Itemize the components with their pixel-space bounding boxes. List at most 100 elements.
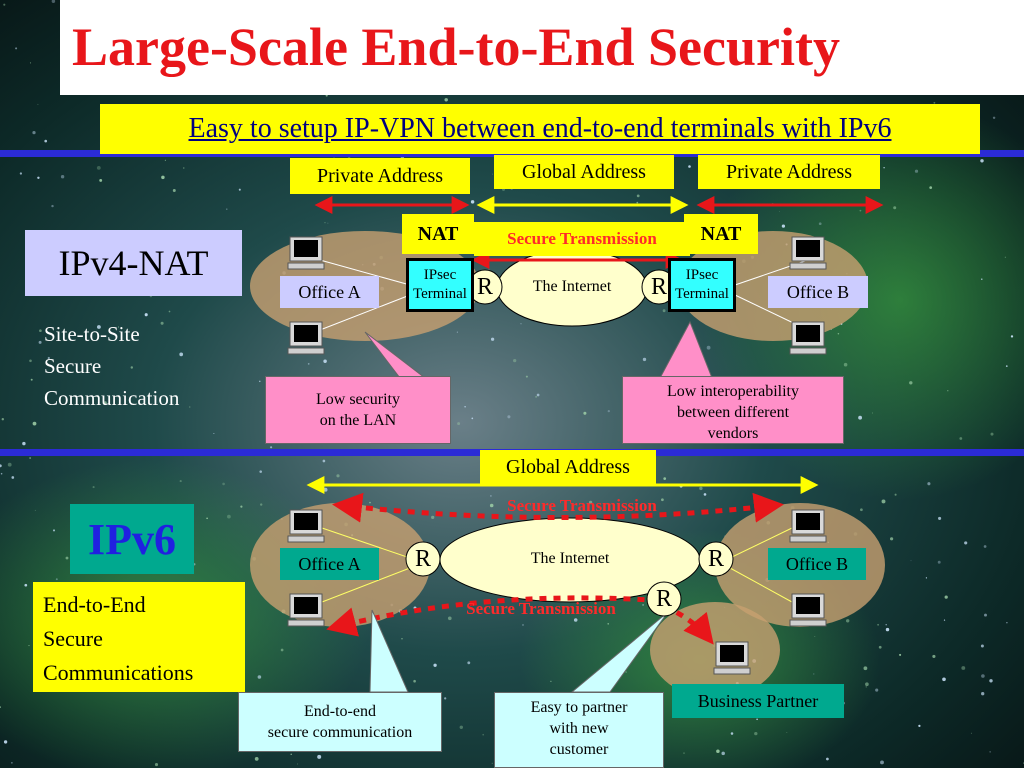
star-dot <box>843 362 848 367</box>
router-right-v6: R <box>707 545 724 572</box>
star-dot <box>413 679 416 683</box>
star-dot <box>989 751 991 753</box>
star-dot <box>51 204 54 208</box>
star-dot <box>980 644 984 648</box>
star-dot <box>865 686 867 688</box>
callout-line: customer <box>549 741 609 758</box>
ipsec-line: Terminal <box>413 286 467 302</box>
router-right-v4: R <box>650 273 667 300</box>
star-dot <box>688 165 691 168</box>
star-dot <box>933 101 936 104</box>
label-office-b-v4: Office B <box>768 276 868 308</box>
star-dot <box>883 167 885 169</box>
star-dot <box>929 186 933 189</box>
star-dot <box>550 680 552 682</box>
star-dot <box>706 345 711 350</box>
star-dot <box>482 733 484 736</box>
star-dot <box>625 671 627 673</box>
star-dot <box>492 173 493 175</box>
star-dot <box>938 516 942 520</box>
star-dot <box>189 406 191 408</box>
description-ipv6: End-to-End Secure Communications <box>33 582 245 692</box>
star-dot <box>1005 365 1008 367</box>
star-dot <box>1 418 4 421</box>
star-dot <box>44 139 48 143</box>
star-dot <box>863 666 868 671</box>
star-dot <box>875 688 879 692</box>
callout-line: Easy to partner <box>530 699 628 716</box>
star-dot <box>37 176 40 180</box>
star-dot <box>642 357 647 362</box>
star-dot <box>944 595 948 599</box>
star-dot <box>918 724 921 728</box>
computer-terminal-icon <box>287 593 325 627</box>
router-left-v4: R <box>476 273 493 300</box>
callout-end-to-end: End-to-end secure communication <box>238 692 442 752</box>
ipsec-terminal-right: IPsec Terminal <box>668 258 736 312</box>
star-dot <box>885 623 887 626</box>
star-dot <box>490 337 495 341</box>
star-dot <box>259 380 261 383</box>
star-dot <box>22 441 26 446</box>
star-dot <box>103 401 107 405</box>
computer-terminal-icon <box>287 509 325 543</box>
router-icon <box>405 541 441 577</box>
ipsec-line: IPsec <box>685 267 719 283</box>
star-dot <box>937 560 941 564</box>
label-nat-left: NAT <box>402 214 474 254</box>
star-dot <box>179 352 184 357</box>
star-dot <box>970 732 972 734</box>
star-dot <box>456 331 458 333</box>
star-dot <box>981 674 985 678</box>
label-ipv4-nat: IPv4-NAT <box>25 230 242 296</box>
description-ipv4: Site-to-Site Secure Communication <box>44 318 244 414</box>
star-dot <box>1010 335 1014 338</box>
star-dot <box>29 62 32 64</box>
star-dot <box>307 363 310 365</box>
star-dot <box>444 697 447 700</box>
computer-terminal-icon <box>287 321 325 355</box>
star-dot <box>0 706 1 708</box>
star-dot <box>662 309 666 313</box>
star-dot <box>983 545 987 548</box>
slide-subtitle: Easy to setup IP-VPN between end-to-end … <box>100 104 980 154</box>
router-left-v6: R <box>414 545 431 572</box>
star-dot <box>818 222 822 226</box>
star-dot <box>507 415 511 419</box>
label-office-b-v6: Office B <box>768 548 866 580</box>
star-dot <box>959 437 963 440</box>
star-dot <box>846 619 850 623</box>
star-dot <box>1006 622 1008 624</box>
star-dot <box>32 421 37 426</box>
label-ipv6: IPv6 <box>70 504 194 574</box>
star-dot <box>238 188 241 191</box>
star-dot <box>893 206 897 210</box>
internet-label-v4: The Internet <box>532 278 612 295</box>
star-dot <box>7 462 12 467</box>
callout-line: Low interoperability <box>667 383 799 400</box>
star-dot <box>52 529 56 532</box>
star-dot <box>467 661 471 665</box>
star-dot <box>327 222 329 224</box>
star-dot <box>961 666 966 670</box>
star-dot <box>30 378 33 381</box>
label-global-address-v4: Global Address <box>494 155 674 189</box>
star-dot <box>881 499 886 504</box>
arrow-secure-bottom-v6 <box>326 595 714 645</box>
star-dot <box>781 224 786 228</box>
star-dot <box>290 753 292 756</box>
star-dot <box>222 482 225 486</box>
internet-label-v6: The Internet <box>530 550 610 567</box>
label-secure-transmission-v4: Secure Transmission <box>474 222 690 256</box>
star-dot <box>254 757 259 761</box>
star-dot <box>257 675 262 679</box>
star-dot <box>964 541 968 545</box>
star-dot <box>877 623 880 626</box>
star-dot <box>910 560 912 562</box>
star-dot <box>3 740 8 744</box>
star-dot <box>536 393 540 397</box>
star-dot <box>37 103 39 105</box>
star-dot <box>160 321 164 325</box>
star-dot <box>39 329 42 333</box>
star-dot <box>716 749 720 753</box>
